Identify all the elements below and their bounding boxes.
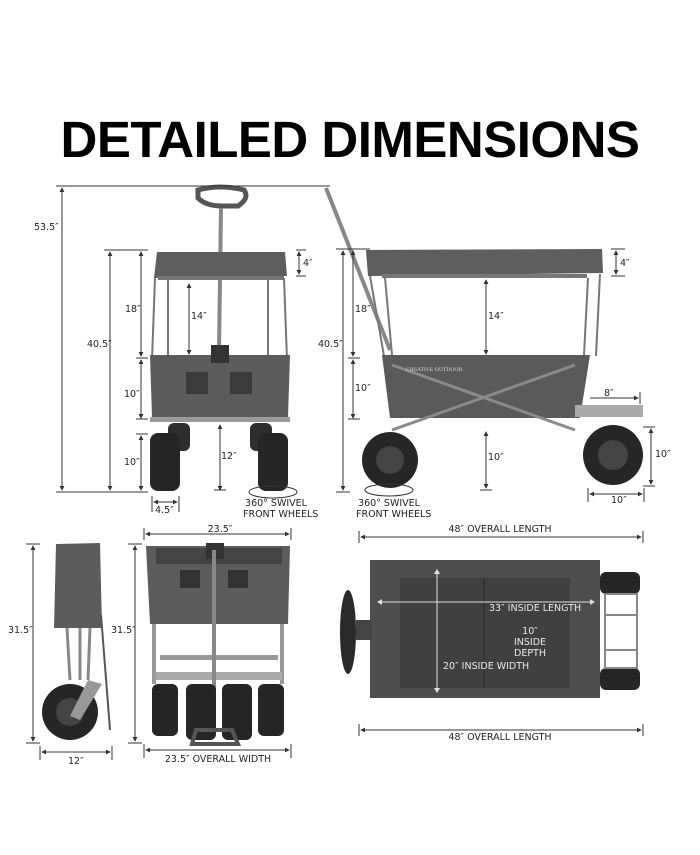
inside-length-label: 33″ INSIDE LENGTH (489, 603, 582, 614)
page-title: DETAILED DIMENSIONS (60, 111, 640, 168)
inside-depth-label: 10″ INSIDE DEPTH (513, 626, 547, 659)
top-view-wagon (340, 560, 640, 698)
front-view-dimension-lines (56, 185, 330, 512)
side-basket-depth-label: 10″ (355, 383, 371, 394)
tailgate-length-label: 8″ (604, 388, 614, 399)
front-ground-clearance-label: 12″ (221, 451, 237, 462)
folded-overall-width-label: 23.5″ OVERALL WIDTH (164, 754, 272, 765)
front-canopy-clearance-label: 14″ (191, 311, 207, 322)
side-view-wagon: CREATIVE OUTDOOR (324, 187, 643, 497)
folded-front-height-label: 31.5″ (111, 625, 136, 636)
front-wheel-height-label: 10″ (124, 457, 140, 468)
front-canopy-thickness-label: 4″ (303, 258, 313, 269)
front-basket-depth-label: 10″ (124, 389, 140, 400)
front-swivel-note: 360° SWIVEL FRONT WHEELS (243, 498, 319, 520)
rear-wheel-height-label: 10″ (655, 449, 671, 460)
bottom-overall-length-label: 48″ OVERALL LENGTH (448, 732, 552, 743)
side-canopy-height-label: 40.5″ (318, 339, 343, 350)
folded-side-dimension-lines (26, 543, 113, 760)
folded-side-height-label: 31.5″ (8, 625, 33, 636)
side-view-dimension-lines (336, 248, 655, 502)
top-overall-length-label: 48″ OVERALL LENGTH (448, 524, 552, 535)
front-canopy-height-label: 40.5″ (87, 339, 112, 350)
inside-width-label: 20″ INSIDE WIDTH (443, 661, 530, 672)
side-canopy-clearance-label: 14″ (488, 311, 504, 322)
side-canopy-thickness-label: 4″ (620, 258, 630, 269)
brand-logo: CREATIVE OUTDOOR (406, 367, 463, 373)
side-swivel-note: 360° SWIVEL FRONT WHEELS (356, 498, 432, 520)
overall-height-label: 53.5″ (34, 222, 59, 233)
side-canopy-to-rim-label: 18″ (355, 304, 371, 315)
rear-wheel-length-label: 10″ (611, 495, 627, 506)
folded-depth-label: 12″ (68, 756, 84, 767)
front-canopy-to-rim-label: 18″ (125, 304, 141, 315)
top-view-dimension-lines (358, 531, 644, 736)
front-view-wagon (150, 184, 298, 499)
folded-front-dimension-lines (128, 528, 292, 758)
wheel-width-label: 4.5″ (155, 505, 174, 516)
side-ground-clearance-label: 10″ (488, 452, 504, 463)
folded-front-wagon (146, 543, 290, 746)
folded-top-width-label: 23.5″ (207, 524, 233, 535)
folded-side-wagon (42, 543, 111, 740)
